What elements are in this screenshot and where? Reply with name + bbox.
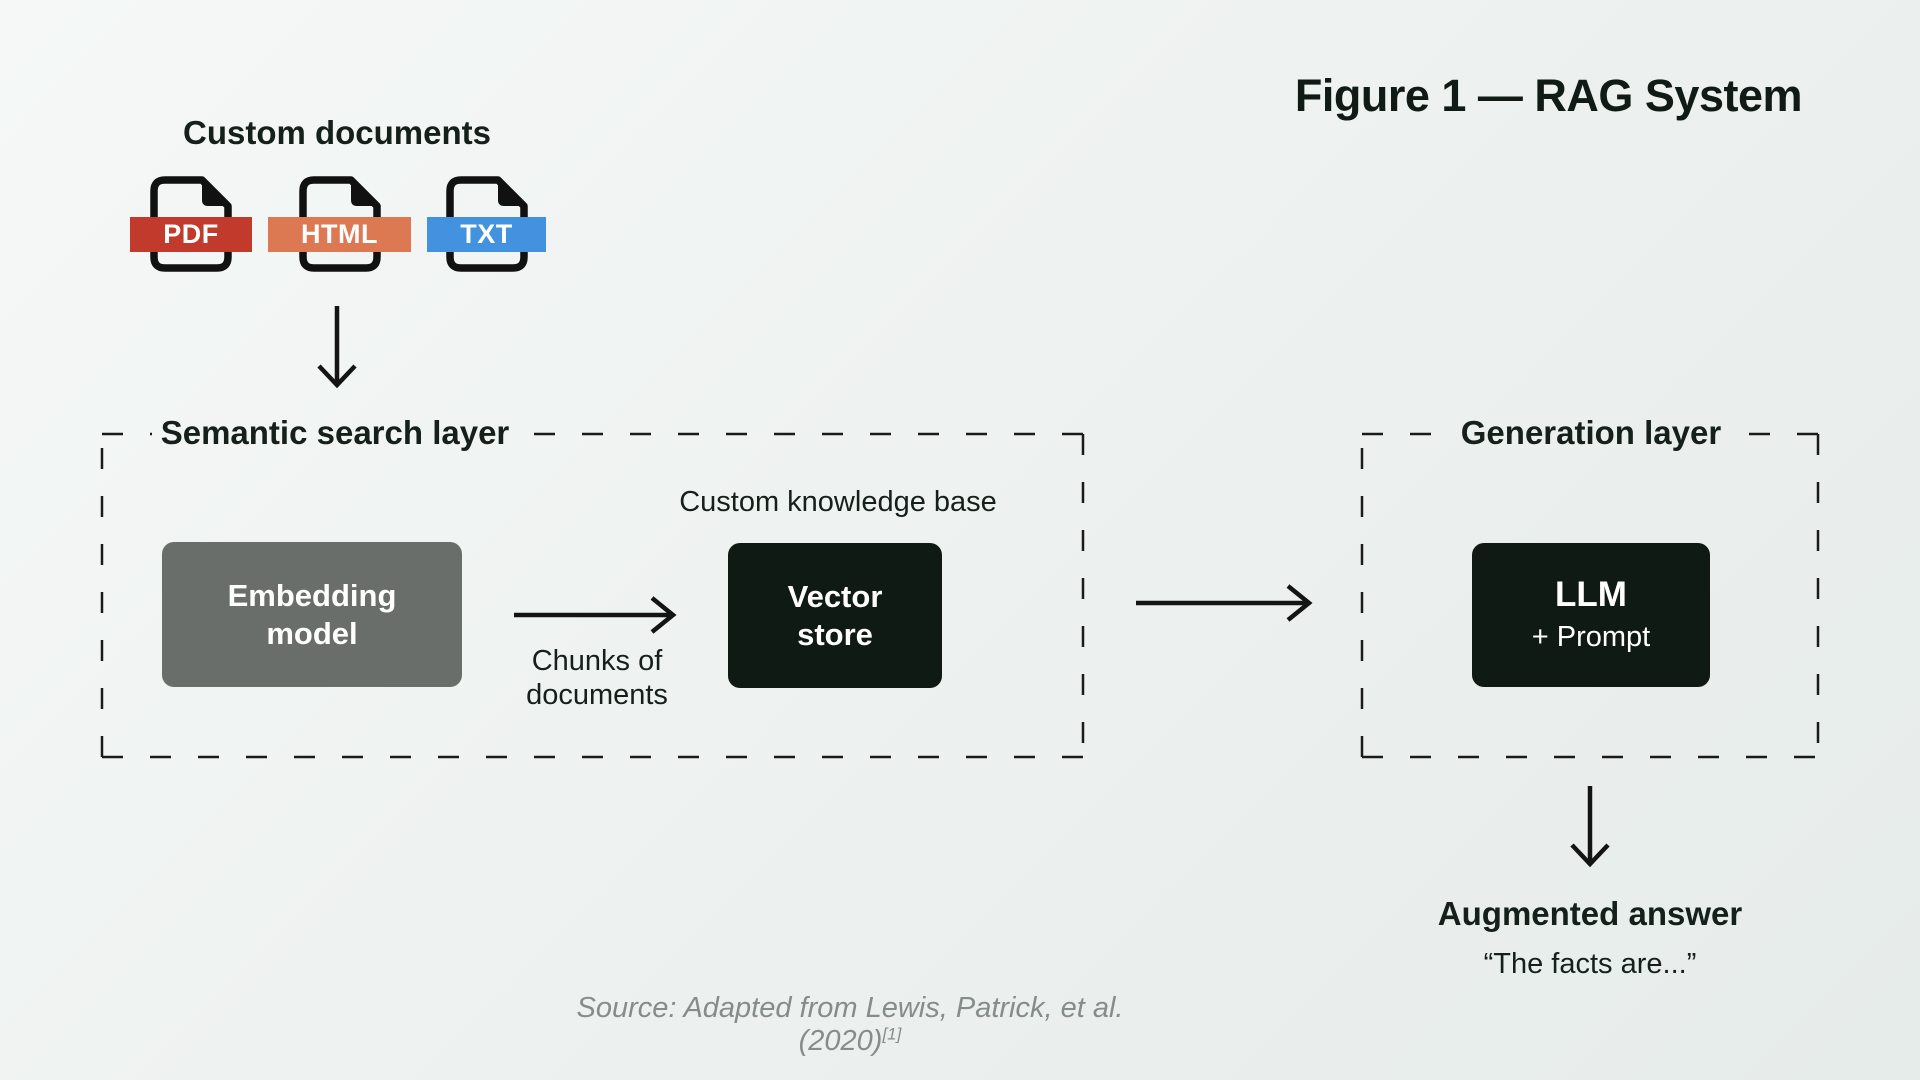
llm-box-title: LLM [1555,575,1627,615]
source-citation-ref: [1] [882,1024,902,1044]
embedding-model-label: Embedding model [227,577,397,651]
document-icons-row: PDF HTML TXT [130,176,546,272]
source-citation: Source: Adapted from Lewis, Patrick, et … [540,992,1160,1058]
augmented-answer-heading: Augmented answer [1437,895,1743,932]
document-glyph [298,176,381,272]
arrow-embedding-to-vector-store [514,596,677,634]
vector-store-label: Vector store [787,578,883,652]
generation-layer-border [1360,432,1820,759]
html-label-banner: HTML [268,217,411,252]
document-glyph [445,176,528,272]
txt-label-banner: TXT [427,217,546,252]
html-file-icon: HTML [268,176,411,272]
llm-box-subtitle: + Prompt [1531,620,1651,653]
llm-prompt-box: LLM + Prompt [1472,543,1710,687]
embedding-model-box: Embedding model [162,542,462,687]
custom-knowledge-base-caption: Custom knowledge base [679,486,997,518]
arrow-semantic-to-generation-layer [1136,584,1313,622]
source-citation-text: Source: Adapted from Lewis, Patrick, et … [576,992,1124,1057]
figure-title: Figure 1 — RAG System [1294,70,1803,121]
txt-file-icon: TXT [427,176,546,272]
augmented-answer-quote: “The facts are...” [1483,948,1697,980]
arrow-documents-to-semantic-layer [317,306,357,389]
vector-store-box: Vector store [728,543,942,688]
document-glyph [150,176,232,272]
generation-layer-title: Generation layer [1460,414,1722,451]
pdf-file-icon: PDF [130,176,252,272]
semantic-layer-title: Semantic search layer [160,414,510,451]
arrow-llm-to-answer [1570,786,1610,868]
custom-documents-heading: Custom documents [182,114,492,151]
chunks-of-documents-caption: Chunks of documents [526,645,668,712]
pdf-label-banner: PDF [130,217,252,252]
semantic-layer-border [100,432,1085,759]
